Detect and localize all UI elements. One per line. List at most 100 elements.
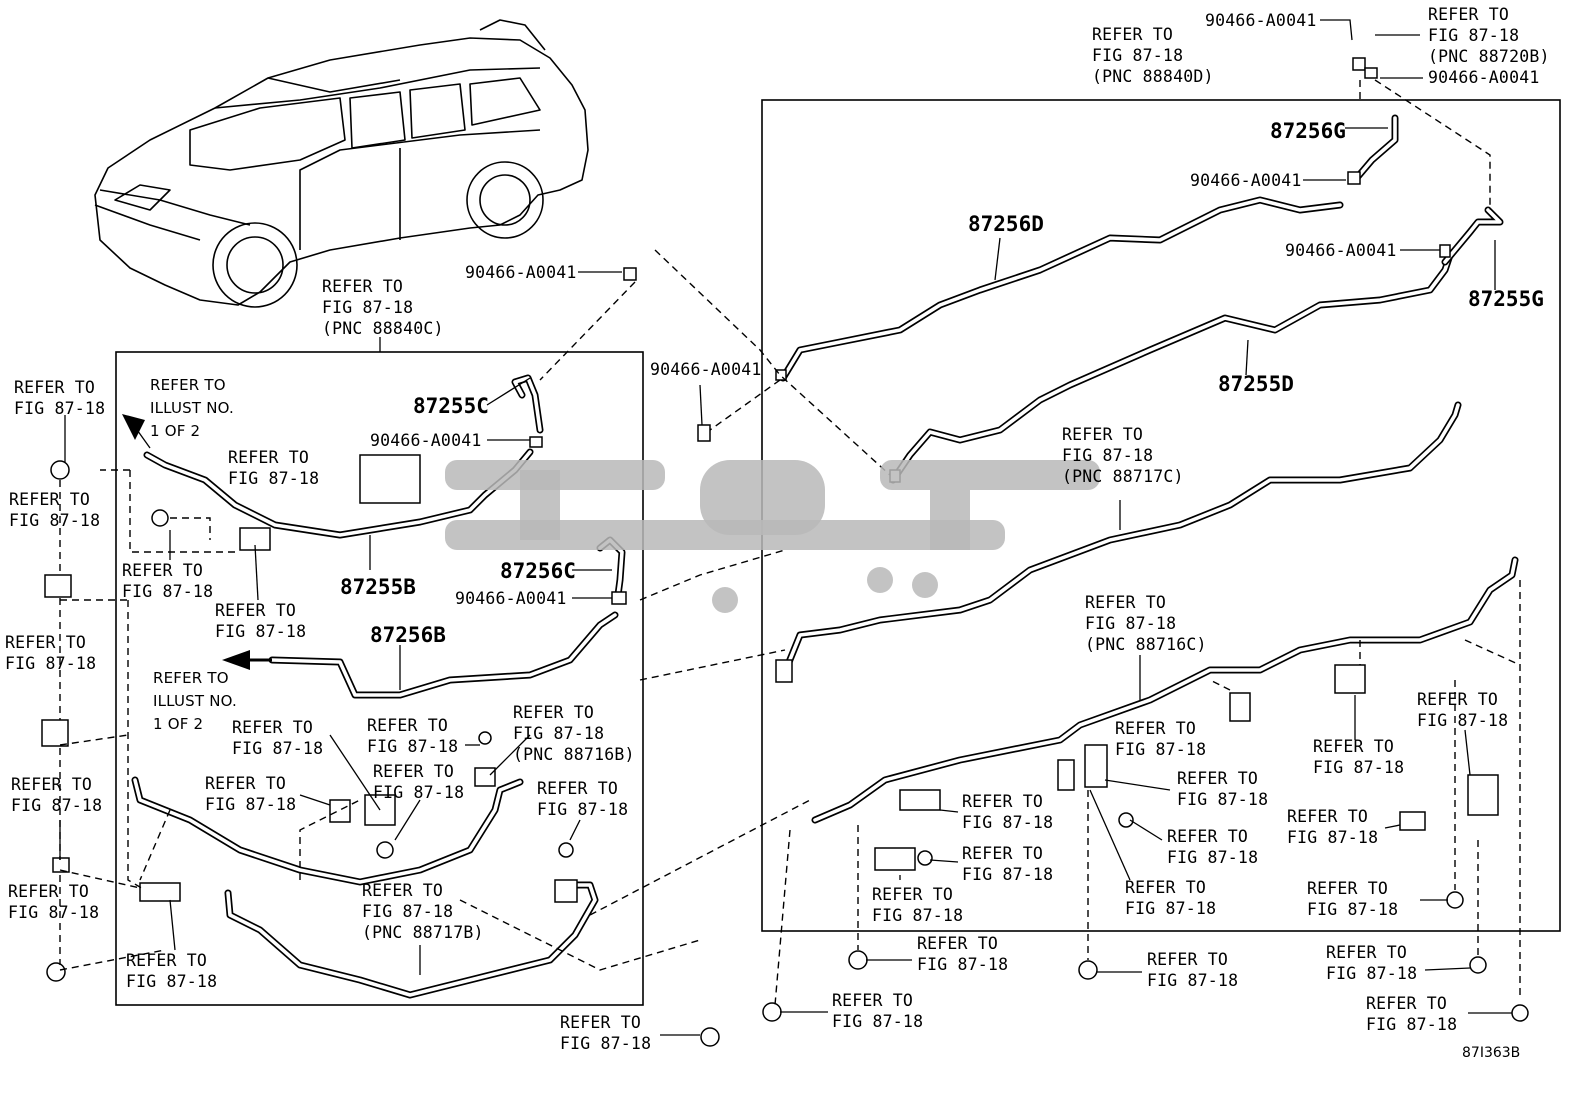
clamp-label: 90466-A0041 — [455, 589, 566, 608]
fig-label: FIG 87-18 — [1147, 971, 1238, 990]
clamp-label: 90466-A0041 — [370, 431, 481, 450]
refer-label: REFER TO — [205, 774, 286, 793]
fig-label: FIG 87-18 — [322, 298, 413, 317]
refer-label: REFER TO — [8, 882, 89, 901]
refer-label: REFER TO — [126, 951, 207, 970]
fig-label: FIG 87-18 — [11, 796, 102, 815]
fig-label: FIG 87-18 — [1417, 711, 1508, 730]
fig-label: FIG 87-18 — [205, 795, 296, 814]
illust-ref-3: 1 OF 2 — [150, 422, 200, 440]
pnc-label: (PNC 88717C) — [1062, 467, 1184, 486]
clamp-label-top: 90466-A0041 — [1205, 11, 1316, 30]
fig-label: FIG 87-18 — [367, 737, 458, 756]
refer-label: REFER TO — [1125, 878, 1206, 897]
tube-87256B — [268, 611, 619, 699]
refer-label: REFER TO — [962, 792, 1043, 811]
part-number-87255B: 87255B — [340, 575, 416, 599]
clamp-label: 90466-A0041 — [1428, 68, 1539, 87]
pnc-label: (PNC 88717B) — [362, 923, 484, 942]
refer-label: REFER TO — [11, 775, 92, 794]
fig-label: FIG 87-18 — [1167, 848, 1258, 867]
clamp-label: 90466-A0041 — [465, 263, 576, 282]
fig-label: FIG 87-18 — [1326, 964, 1417, 983]
watermark — [445, 460, 1100, 613]
fig-label: FIG 87-18 — [1307, 900, 1398, 919]
refer-label: REFER TO — [1092, 25, 1173, 44]
fig-label: FIG 87-18 — [228, 469, 319, 488]
pnc-label: (PNC 88840C) — [322, 319, 444, 338]
fig-label: FIG 87-18 — [832, 1012, 923, 1031]
fig-label: FIG 87-18 — [1125, 899, 1216, 918]
illust-ref-1: REFER TO — [153, 669, 229, 687]
refer-label: REFER TO — [215, 601, 296, 620]
part-number-87255D: 87255D — [1218, 372, 1294, 396]
fig-label: FIG 87-18 — [14, 399, 105, 418]
fig-label: FIG 87-18 — [362, 902, 453, 921]
fig-label: FIG 87-18 — [962, 813, 1053, 832]
refer-label: REFER TO — [232, 718, 313, 737]
refer-label: REFER TO — [1167, 827, 1248, 846]
leader-lines — [59, 19, 1512, 1036]
tube-88716C — [811, 556, 1519, 824]
pnc-label: (PNC 88840D) — [1092, 67, 1214, 86]
arrow-line — [129, 419, 151, 449]
refer-label: REFER TO — [962, 844, 1043, 863]
part-number-87256D: 87256D — [968, 212, 1044, 236]
arrow-up-left-icon — [122, 414, 145, 440]
part-number-87255C: 87255C — [413, 394, 489, 418]
clamp-label: 90466-A0041 — [1190, 171, 1301, 190]
fig-label: FIG 87-18 — [513, 724, 604, 743]
illust-ref-1: REFER TO — [150, 376, 226, 394]
illust-ref-2: ILLUST NO. — [150, 399, 234, 417]
fig-label: FIG 87-18 — [1115, 740, 1206, 759]
refer-label: REFER TO — [1417, 690, 1498, 709]
pnc-label: (PNC 88716B) — [513, 745, 635, 764]
refer-label: REFER TO — [1307, 879, 1388, 898]
refer-label: REFER TO — [1287, 807, 1368, 826]
refer-label: REFER TO — [14, 378, 95, 397]
illust-ref-3: 1 OF 2 — [153, 715, 203, 733]
part-number-87256B: 87256B — [370, 623, 446, 647]
tube-87255D — [889, 251, 1454, 484]
vehicle-illustration — [94, 19, 589, 308]
refer-label: REFER TO — [362, 881, 443, 900]
tube-88717B — [224, 881, 599, 999]
refer-label: REFER TO — [5, 633, 86, 652]
tube-88717C — [781, 401, 1462, 676]
refer-label: REFER TO — [1326, 943, 1407, 962]
tube-88716B — [131, 776, 524, 886]
refer-label: REFER TO — [367, 716, 448, 735]
hose-87256G — [1351, 114, 1399, 184]
refer-label: REFER TO — [1313, 737, 1394, 756]
dashed-assembly-lines — [59, 79, 1521, 1006]
tube-87256D — [779, 196, 1344, 382]
clamp-label: 90466-A0041 — [650, 360, 761, 379]
fig-label: FIG 87-18 — [560, 1034, 651, 1053]
part-number-87256G: 87256G — [1270, 119, 1346, 143]
refer-label: REFER TO — [1085, 593, 1166, 612]
fig-label: FIG 87-18 — [215, 622, 306, 641]
refer-label: REFER TO — [537, 779, 618, 798]
refer-label: REFER TO — [513, 703, 594, 722]
refer-label: REFER TO — [322, 277, 403, 296]
drawing-code: 87I363B — [1462, 1045, 1520, 1061]
refer-label: REFER TO — [917, 934, 998, 953]
hose-87255G — [1441, 206, 1504, 266]
refer-label: REFER TO — [122, 561, 203, 580]
refer-label: REFER TO — [228, 448, 309, 467]
refer-label: REFER TO — [1177, 769, 1258, 788]
part-number-87255G: 87255G — [1468, 287, 1544, 311]
fig-label: FIG 87-18 — [232, 739, 323, 758]
part-number-87256C: 87256C — [500, 559, 576, 583]
refer-label: REFER TO — [9, 490, 90, 509]
fig-label: FIG 87-18 — [122, 582, 213, 601]
refer-label: REFER TO — [1366, 994, 1447, 1013]
fig-label: FIG 87-18 — [9, 511, 100, 530]
fig-label: FIG 87-18 — [8, 903, 99, 922]
refer-label: REFER TO — [872, 885, 953, 904]
refer-label: REFER TO — [373, 762, 454, 781]
pnc-label: (PNC 88716C) — [1085, 635, 1207, 654]
refer-label: REFER TO — [1428, 5, 1509, 24]
refer-label: REFER TO — [1115, 719, 1196, 738]
